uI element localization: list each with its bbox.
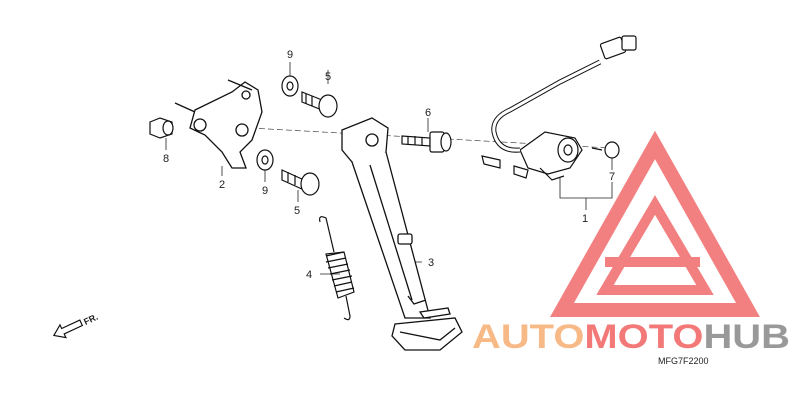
part-label-8: 8 [163,153,169,165]
side-stand-switch [481,35,637,181]
stand-bracket [174,79,263,169]
return-spring [319,216,355,321]
bolt-lower [281,169,320,196]
watermark-hub: HUB [703,318,790,356]
watermark-moto: MOTO [584,318,703,356]
part-label-2: 2 [219,179,225,191]
switch-screw [591,141,620,159]
washer-upper [281,75,299,97]
washer-lower [256,149,274,171]
part-label-3: 3 [428,257,434,269]
front-direction-arrow: FR. [52,312,99,339]
diagram-code: MFG7F2200 [658,356,709,366]
part-label-9-lower: 9 [262,185,268,197]
part-label-6: 6 [425,107,431,119]
part-label-1: 1 [582,213,588,225]
pivot-bolt [401,131,452,153]
bolt-upper [301,91,338,118]
front-label: FR. [82,312,99,327]
watermark-auto: AUTO [472,318,584,356]
part-label-7: 7 [609,171,615,183]
flange-nut [149,117,174,139]
part-label-9-upper: 9 [287,49,293,61]
part-labels: 1 2 3 4 5 5 6 7 8 9 9 [163,49,615,281]
automotohub-logo-mark [550,130,760,317]
part-label-4: 4 [306,269,312,281]
part-label-5-upper: 5 [325,71,331,83]
side-stand [341,117,463,351]
part-label-5-lower: 5 [294,205,300,217]
